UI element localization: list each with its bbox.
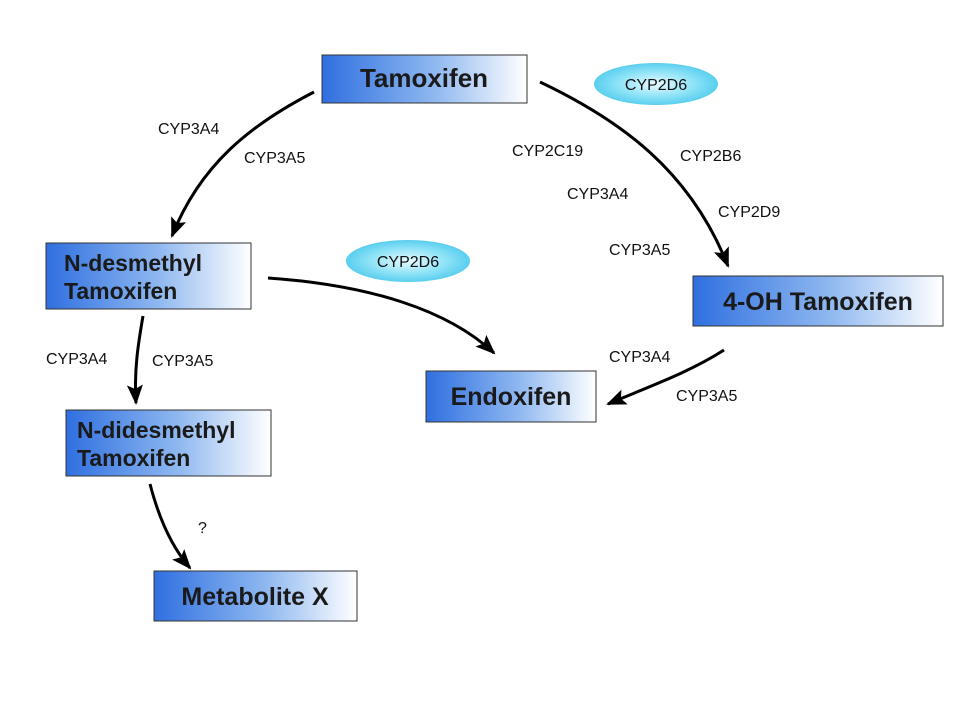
enzyme-label-ndes-ndides-cyp3a5: CYP3A5 [152, 353, 213, 370]
enzyme-label-tam-4oh-cyp2d9: CYP2D9 [718, 204, 780, 221]
enzyme-label-tam-4oh-cyp3a4: CYP3A4 [567, 186, 628, 203]
arrow-tamoxifen-to-4oh [539, 80, 730, 268]
node-n-didesmethyl-tamoxifen: N-didesmethyl Tamoxifen [65, 409, 272, 477]
enzyme-label-4oh-endox-cyp3a5: CYP3A5 [676, 388, 737, 405]
arrow-4oh-to-endoxifen [606, 348, 725, 406]
arrow-n-desmethyl-to-endoxifen [267, 276, 496, 355]
enzyme-oval-tamoxifen-to-4oh: CYP2D6 [594, 63, 718, 105]
node-4oh-tamoxifen: 4-OH Tamoxifen [692, 275, 944, 327]
enzyme-label-ndes-ndides-cyp3a4: CYP3A4 [46, 351, 107, 368]
enzyme-label-tam-ndes-cyp3a5: CYP3A5 [244, 150, 305, 167]
node-n-desmethyl-label-line1: N-desmethyl [64, 250, 202, 276]
node-n-desmethyl-tamoxifen: N-desmethyl Tamoxifen [45, 242, 252, 310]
node-endoxifen: Endoxifen [425, 370, 597, 423]
node-metabolite-x-label: Metabolite X [181, 583, 329, 611]
enzyme-label-tam-4oh-cyp3a5: CYP3A5 [609, 242, 670, 259]
arrow-tamoxifen-to-n-desmethyl [170, 90, 315, 238]
enzyme-label-tam-ndes-cyp3a4: CYP3A4 [158, 121, 219, 138]
node-n-didesmethyl-label-line2: Tamoxifen [77, 445, 190, 471]
enzyme-oval-n-desmethyl-to-endoxifen-label: CYP2D6 [377, 254, 439, 271]
enzyme-label-tam-4oh-cyp2b6: CYP2B6 [680, 148, 741, 165]
enzyme-oval-tamoxifen-to-4oh-label: CYP2D6 [625, 77, 687, 94]
node-n-desmethyl-label-line2: Tamoxifen [64, 278, 177, 304]
node-tamoxifen: Tamoxifen [321, 54, 528, 104]
enzyme-label-tam-4oh-cyp2c19: CYP2C19 [512, 143, 583, 160]
enzyme-oval-n-desmethyl-to-endoxifen: CYP2D6 [346, 240, 470, 282]
node-endoxifen-label: Endoxifen [451, 383, 572, 411]
arrow-n-didesmethyl-to-metabolite-x [148, 483, 192, 570]
node-tamoxifen-label: Tamoxifen [360, 63, 488, 93]
node-4oh-label: 4-OH Tamoxifen [723, 288, 913, 316]
node-metabolite-x: Metabolite X [153, 570, 358, 622]
arrow-n-desmethyl-to-n-didesmethyl [126, 315, 145, 405]
enzyme-label-ndides-metx-unknown: ? [198, 520, 207, 537]
node-n-didesmethyl-label-line1: N-didesmethyl [77, 417, 235, 443]
enzyme-label-4oh-endox-cyp3a4: CYP3A4 [609, 349, 670, 366]
